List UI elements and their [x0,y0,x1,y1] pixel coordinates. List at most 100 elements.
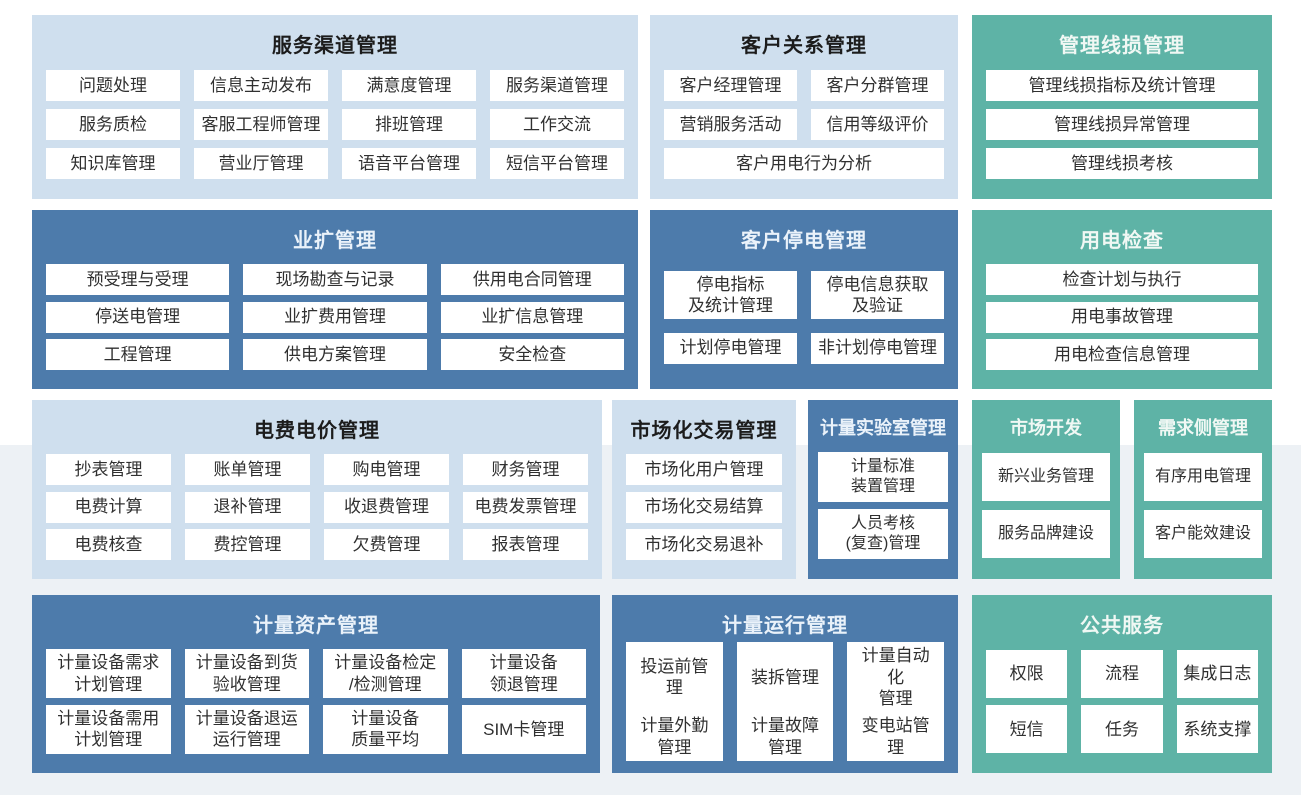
module-item: 计量设备检定 /检测管理 [323,649,448,698]
module-item: 客户用电行为分析 [664,148,944,179]
module-item: 装拆管理 [736,642,834,712]
module-item: 满意度管理 [342,70,476,101]
module-list: 市场化用户管理市场化交易结算市场化交易退补 [626,447,782,567]
block-metering-asset-management: 计量资产管理 计量设备需求 计划管理计量设备到货 验收管理计量设备检定 /检测管… [32,595,600,773]
module-item: 计量设备到货 验收管理 [184,649,309,698]
block-title: 计量资产管理 [253,615,379,637]
module-list: 权限流程集成日志短信任务系统支撑 [986,642,1258,761]
module-item: SIM卡管理 [461,705,586,754]
module-item: 供用电合同管理 [440,263,624,295]
module-item: 系统支撑 [1176,705,1258,754]
module-item: 计量自动化 管理 [847,642,944,712]
module-item: 市场化交易退补 [626,529,782,561]
module-item: 营业厅管理 [194,148,328,179]
module-list: 管理线损指标及统计管理管理线损异常管理管理线损考核 [986,62,1258,187]
block-title: 客户停电管理 [741,230,867,252]
module-item: 信息主动发布 [194,70,328,101]
module-item: 计量设备 质量平均 [323,705,448,754]
module-item: 市场化交易结算 [626,491,782,523]
module-item: 停送电管理 [46,301,230,333]
block-title: 计量实验室管理 [820,418,946,438]
module-item: 客服工程师管理 [194,109,328,140]
module-item: 电费发票管理 [463,491,588,523]
module-item: 排班管理 [342,109,476,140]
module-item: 停电信息获取 及验证 [811,270,944,319]
module-item: 计量设备 领退管理 [461,649,586,698]
module-item: 管理线损指标及统计管理 [986,70,1258,101]
module-item: 服务品牌建设 [982,510,1110,558]
module-item: 问题处理 [46,70,180,101]
module-item: 流程 [1081,649,1163,698]
block-line-loss-management: 管理线损管理 管理线损指标及统计管理管理线损异常管理管理线损考核 [972,15,1272,199]
module-item: 抄表管理 [46,453,171,485]
module-list: 新兴业务管理服务品牌建设 [982,444,1110,567]
module-list: 计量标准 装置管理人员考核 (复查)管理 [818,444,948,567]
module-item: 检查计划与执行 [986,263,1258,295]
block-title: 服务渠道管理 [272,35,398,57]
module-item: 集成日志 [1176,649,1258,698]
module-item: 欠费管理 [324,529,449,561]
block-title: 市场开发 [1010,418,1082,438]
module-item: 管理线损考核 [986,148,1258,179]
module-item: 现场勘查与记录 [243,263,427,295]
block-title: 客户关系管理 [741,35,867,57]
block-public-services: 公共服务 权限流程集成日志短信任务系统支撑 [972,595,1272,773]
module-item: 短信平台管理 [490,148,624,179]
module-item: 收退费管理 [324,491,449,523]
block-title: 业扩管理 [293,230,377,252]
module-item: 计量外勤 管理 [626,712,723,761]
module-item: 供电方案管理 [243,339,427,371]
module-item: 客户分群管理 [811,70,944,101]
module-item: 用电检查信息管理 [986,339,1258,371]
module-item: 计划停电管理 [664,332,797,364]
module-item: 用电事故管理 [986,301,1258,333]
block-market-development: 市场开发 新兴业务管理服务品牌建设 [972,400,1120,579]
module-item: 电费计算 [46,491,171,523]
module-item: 计量设备需求 计划管理 [46,649,171,698]
module-list: 投运前管理装拆管理计量自动化 管理计量外勤 管理计量故障 管理变电站管理 [626,642,944,761]
module-item: 工作交流 [490,109,624,140]
module-item: 有序用电管理 [1144,453,1262,501]
block-title: 市场化交易管理 [630,420,778,442]
block-tariff-billing-management: 电费电价管理 抄表管理账单管理购电管理财务管理电费计算退补管理收退费管理电费发票… [32,400,602,579]
module-item: 短信 [986,705,1068,754]
block-service-channel-management: 服务渠道管理 问题处理信息主动发布满意度管理服务渠道管理服务质检客服工程师管理排… [32,15,638,199]
block-business-expansion-management: 业扩管理 预受理与受理现场勘查与记录供用电合同管理停送电管理业扩费用管理业扩信息… [32,210,638,389]
module-item: 费控管理 [185,529,310,561]
module-item: 投运前管理 [626,642,723,712]
block-title: 管理线损管理 [1059,35,1185,57]
module-list: 客户经理管理客户分群管理营销服务活动信用等级评价客户用电行为分析 [664,62,944,187]
module-item: 营销服务活动 [664,109,797,140]
module-list: 停电指标 及统计管理停电信息获取 及验证计划停电管理非计划停电管理 [664,257,944,377]
module-item: 知识库管理 [46,148,180,179]
module-item: 财务管理 [463,453,588,485]
module-item: 账单管理 [185,453,310,485]
module-list: 计量设备需求 计划管理计量设备到货 验收管理计量设备检定 /检测管理计量设备 领… [46,642,586,761]
module-list: 有序用电管理客户能效建设 [1144,444,1262,567]
module-item: 计量设备退运 运行管理 [184,705,309,754]
module-item: 安全检查 [440,339,624,371]
module-item: 计量故障 管理 [736,712,834,761]
module-item: 停电指标 及统计管理 [664,270,797,319]
block-title: 电费电价管理 [254,420,380,442]
block-market-trading-management: 市场化交易管理 市场化用户管理市场化交易结算市场化交易退补 [612,400,796,579]
block-title: 计量运行管理 [722,615,848,637]
block-title: 需求侧管理 [1158,418,1248,438]
module-item: 变电站管理 [847,712,944,761]
block-customer-relationship-management: 客户关系管理 客户经理管理客户分群管理营销服务活动信用等级评价客户用电行为分析 [650,15,958,199]
module-item: 新兴业务管理 [982,453,1110,501]
module-item: 计量设备需用 计划管理 [46,705,171,754]
module-item: 任务 [1081,705,1163,754]
module-item: 工程管理 [46,339,230,371]
block-metering-lab-management: 计量实验室管理 计量标准 装置管理人员考核 (复查)管理 [808,400,958,579]
module-list: 抄表管理账单管理购电管理财务管理电费计算退补管理收退费管理电费发票管理电费核查费… [46,447,588,567]
module-item: 非计划停电管理 [811,332,944,364]
module-list: 预受理与受理现场勘查与记录供用电合同管理停送电管理业扩费用管理业扩信息管理工程管… [46,257,624,377]
module-item: 服务质检 [46,109,180,140]
module-item: 计量标准 装置管理 [818,451,948,502]
block-electricity-inspection: 用电检查 检查计划与执行用电事故管理用电检查信息管理 [972,210,1272,389]
module-item: 客户经理管理 [664,70,797,101]
module-item: 购电管理 [324,453,449,485]
module-list: 问题处理信息主动发布满意度管理服务渠道管理服务质检客服工程师管理排班管理工作交流… [46,62,624,187]
block-demand-side-management: 需求侧管理 有序用电管理客户能效建设 [1134,400,1272,579]
